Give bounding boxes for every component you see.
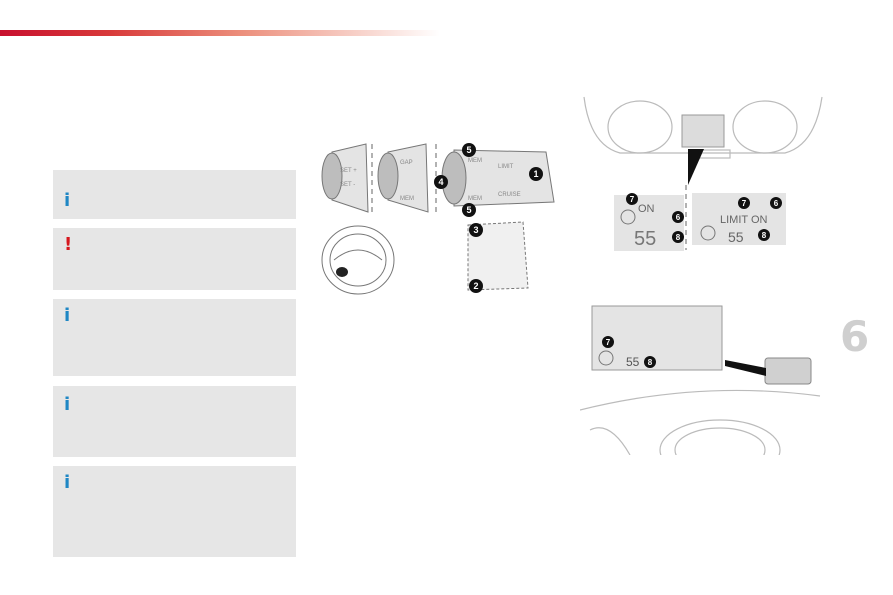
limit-label: LIMIT <box>498 164 514 170</box>
callout-5: 5 <box>466 145 471 155</box>
set-minus-label: SET - <box>340 182 355 188</box>
callout-8: 8 <box>676 233 681 242</box>
head-up-display-illustration: 55 7 8 <box>580 305 821 455</box>
callout-6: 6 <box>774 199 779 208</box>
callout-5: 5 <box>466 205 471 215</box>
note-box-info-4: i <box>53 466 296 557</box>
right-speed-text: 55 <box>728 229 744 245</box>
hud-speed-text: 55 <box>626 355 640 369</box>
info-icon: i <box>64 472 71 493</box>
callout-2: 2 <box>473 281 478 291</box>
mem-label: MEM <box>400 196 414 202</box>
set-plus-label: SET + <box>340 168 357 174</box>
info-icon: i <box>64 394 71 415</box>
callout-6: 6 <box>676 213 681 222</box>
warning-icon: ! <box>64 234 73 255</box>
callout-7: 7 <box>606 338 611 347</box>
left-speed-text: 55 <box>634 228 656 250</box>
instrument-cluster-illustration: ON LIMIT ON 55 55 7 6 8 7 6 8 <box>583 96 823 251</box>
note-box-warning: ! <box>53 228 296 290</box>
steering-controls-illustration: SET + SET - GAP MEM MEM MEM LIMIT CRUISE… <box>321 143 555 295</box>
mem-label: MEM <box>468 158 482 164</box>
left-status-text: ON <box>638 203 655 215</box>
callout-7: 7 <box>630 195 635 204</box>
info-icon: i <box>64 305 71 326</box>
callout-8: 8 <box>648 358 653 367</box>
callout-8: 8 <box>762 231 767 240</box>
note-box-info-3: i <box>53 386 296 457</box>
callout-4: 4 <box>438 177 443 187</box>
cruise-label: CRUISE <box>498 192 521 198</box>
callout-1: 1 <box>533 169 538 179</box>
mem-label: MEM <box>468 196 482 202</box>
chapter-number: 6 <box>840 312 870 361</box>
right-status-text: LIMIT ON <box>720 214 768 226</box>
callout-3: 3 <box>473 225 478 235</box>
callout-7: 7 <box>742 199 747 208</box>
gap-label: GAP <box>400 160 413 166</box>
info-icon: i <box>64 190 71 211</box>
top-accent-bar <box>0 30 440 36</box>
note-box-info-2: i <box>53 299 296 376</box>
note-box-info-1: i <box>53 170 296 219</box>
